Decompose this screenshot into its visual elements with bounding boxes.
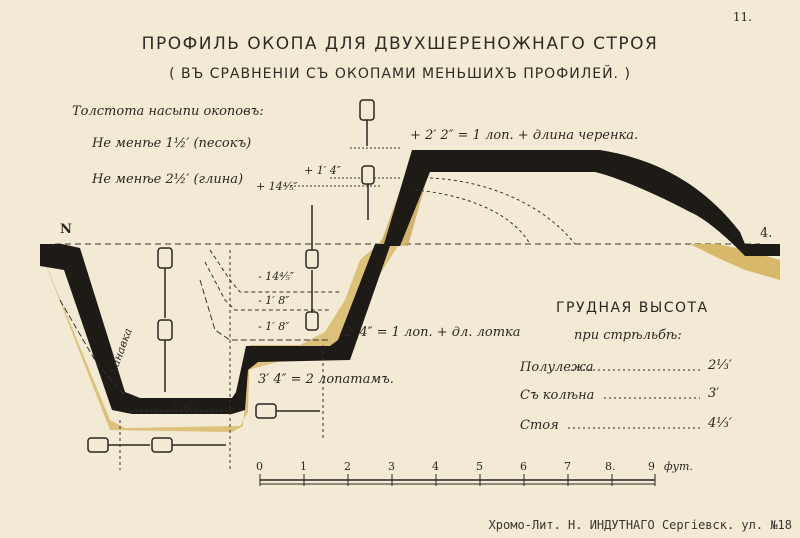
page-subtitle: ( ВЪ СРАВНЕНІИ СЪ ОКОПАМИ МЕНЬШИХЪ ПРОФИ… — [169, 66, 631, 82]
annotation-m14: - 14⁴⁄₅″ — [258, 270, 294, 283]
scale-tick-label: 0 — [256, 460, 263, 473]
annotation-step2: 3′ 4″ = 2 лопатамъ. — [258, 372, 394, 387]
smaller-profile-1 — [429, 177, 576, 245]
annotation-p14: + 14⁴⁄₅″ — [256, 180, 298, 193]
earth-profile — [40, 150, 780, 414]
annotation-top: + 2′ 2″ = 1 лоп. + длина черенка. — [410, 128, 639, 143]
scale-tick-label: 5 — [476, 460, 483, 473]
scale-tick-label: 6 — [520, 460, 527, 473]
chest-row-1-value: 2⅓′ — [708, 358, 732, 373]
smaller-profile-2 — [414, 189, 531, 245]
scale-tick-label: 8. — [605, 460, 616, 473]
smaller-profile-5 — [199, 279, 330, 341]
scale-tick-label: 4 — [432, 460, 439, 473]
page-number: 11. — [732, 10, 752, 24]
annotation-step1: 2′ 4″ = 1 лоп. + дл. лотка — [344, 325, 521, 340]
chest-row-1-label: Полулежа — [520, 360, 594, 375]
chest-height-subheading: при стрѣльбѣ: — [574, 328, 682, 343]
smaller-profile-3 — [209, 249, 340, 293]
scale-ticks — [259, 474, 656, 486]
sand-shading-right — [690, 244, 780, 280]
scale-tick-label: 2 — [344, 460, 351, 473]
scale-tick-label: 7 — [564, 460, 571, 473]
annotation-p1-4: + 1′ 4″ — [304, 164, 341, 177]
shovel-horizontal-icon — [87, 403, 320, 453]
scale-tick-label: 1 — [300, 460, 307, 473]
ditch-dash — [59, 299, 126, 397]
thickness-clay: Не менѣе 2½′ (глина) — [92, 172, 244, 187]
thickness-sand: Не менѣе 1½′ (песокъ) — [92, 136, 252, 151]
chest-row-3-label: Стоя — [520, 418, 559, 433]
annotation-bottom: 2′ 6″ — [168, 400, 197, 415]
thickness-heading: Толстота насыпи окоповъ: — [72, 104, 264, 119]
scale-tick-label: 9 — [648, 460, 655, 473]
chest-row-3-value: 4⅓′ — [708, 416, 732, 431]
annotation-m1-8b: - 1′ 8″ — [258, 320, 290, 333]
chest-height-heading: ГРУДНАЯ ВЫСОТА — [556, 300, 709, 316]
point-4: 4. — [760, 226, 773, 241]
sand-shading-left — [40, 160, 425, 432]
point-n: N — [60, 222, 72, 237]
chest-row-2-label: Съ колѣна — [520, 388, 595, 403]
page-title: ПРОФИЛЬ ОКОПА ДЛЯ ДВУХШЕРЕНОЖНАГО СТРОЯ — [141, 34, 659, 54]
scale-unit: фут. — [664, 460, 693, 473]
annotation-m1-8a: - 1′ 8″ — [258, 294, 290, 307]
printer-credit: Хромо-Лит. Н. ИНДУТНАГО Сергіевск. ул. №… — [488, 518, 792, 532]
chest-row-2-value: 3′ — [708, 386, 720, 401]
scale-tick-label: 3 — [388, 460, 395, 473]
scale-bar — [259, 474, 656, 486]
shovel-icon — [157, 99, 375, 392]
